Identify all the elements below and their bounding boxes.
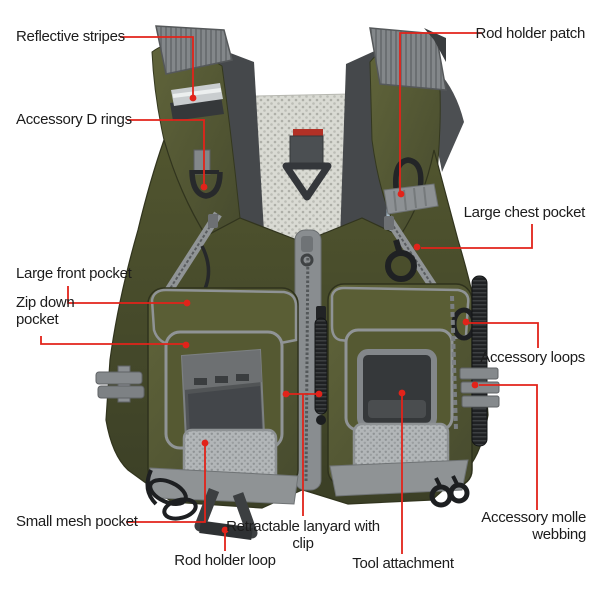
callout-line-accessory-loops [469, 322, 539, 348]
patch-loop [393, 157, 424, 191]
label-large-chest-pocket: Large chest pocket [463, 204, 586, 221]
bottom-left-cords [145, 469, 198, 521]
callout-dot-small-mesh-pocket [201, 439, 209, 447]
label-rod-holder-patch: Rod holder patch [475, 25, 586, 42]
carabiner-stem [393, 239, 403, 255]
tool-slot [215, 376, 228, 383]
tool-window-ledge [368, 400, 426, 418]
callout-dot-tool-attachment [398, 389, 406, 397]
label-accessory-loops: Accessory loops [480, 349, 585, 366]
triangle-loop [282, 162, 332, 201]
label-retractable-lanyard: Retractable lanyard with clip [226, 518, 380, 552]
callout-dot-accessory-molle-webbing [471, 381, 479, 389]
callout-line-zip-down-pocket [40, 336, 183, 345]
molle-bar [461, 395, 500, 408]
callout-line-retractable-lanyard [286, 393, 319, 516]
pocket-bottom-band [329, 459, 469, 497]
callout-line-small-mesh-pocket [126, 446, 206, 523]
right-front-pocket [327, 283, 473, 497]
cord [145, 469, 158, 506]
callout-line-rod-holder-patch [399, 32, 482, 191]
callout-dot-retractable-lanyard-left [282, 390, 290, 398]
center-zipper [294, 229, 322, 491]
accessory-d-ring [189, 149, 223, 199]
right-side-hardware [429, 275, 500, 508]
callout-dots [182, 94, 479, 534]
stripe-highlight [172, 88, 222, 98]
callout-line-large-front-pocket [67, 286, 184, 304]
reflective-stripe [170, 83, 224, 121]
tool-insert-lower [188, 386, 262, 436]
callout-dot-reflective-stripes [189, 94, 197, 102]
callout-dot-rod-holder-loop [221, 526, 229, 534]
right-pad-dark-tip [424, 28, 446, 62]
hook-stems [434, 475, 460, 489]
net-holder-triangle [282, 135, 332, 201]
zipper-slider [208, 214, 218, 228]
callout-dot-rod-holder-patch [397, 190, 405, 198]
zipper-slider [301, 236, 313, 252]
left-front-pocket [147, 287, 299, 505]
tool-slot [194, 378, 207, 385]
label-zip-down-pocket: Zip down pocket [16, 294, 75, 328]
shoulder-pads [155, 25, 447, 91]
left-shoulder-pad [155, 25, 233, 75]
zipper-teeth [163, 213, 219, 299]
molle-bar [459, 367, 499, 380]
callout-line-large-chest-pocket [421, 224, 533, 249]
callout-dot-zip-down-pocket [182, 341, 190, 349]
label-rod-holder-loop: Rod holder loop [174, 552, 276, 569]
patch-ribs [393, 186, 427, 212]
label-large-front-pocket: Large front pocket [16, 265, 132, 282]
callout-dot-accessory-loops [462, 318, 470, 326]
tool-slot [236, 374, 249, 381]
callout-lines [40, 32, 539, 554]
callout-dot-accessory-d-rings [200, 183, 208, 191]
right-lanyard-clip-top [316, 306, 326, 320]
label-reflective-stripes: Reflective stripes [16, 28, 125, 45]
zipper-slider [384, 216, 394, 230]
red-tag [293, 129, 323, 137]
cord-loop [162, 497, 198, 521]
right-lanyard-clip [316, 415, 326, 425]
callout-dot-retractable-lanyard-right [315, 390, 323, 398]
triangle-patch [289, 135, 324, 165]
callout-dot-large-chest-pocket [413, 243, 421, 251]
webbing-bar [95, 371, 143, 385]
bottom-hook [448, 482, 470, 504]
webbing-bar [97, 385, 145, 399]
label-tool-attachment: Tool attachment [352, 555, 454, 572]
zipper-pull [300, 253, 314, 267]
callout-line-reflective-stripes [120, 36, 194, 95]
callout-line-accessory-d-rings [127, 119, 205, 184]
right-shoulder-pad [369, 27, 447, 91]
rod-holder-patch-target [383, 157, 439, 215]
callout-line-accessory-molle-webbing [479, 384, 538, 510]
right-lanyard-coil [314, 317, 328, 415]
label-small-mesh-pocket: Small mesh pocket [16, 513, 138, 530]
left-side-webbing [95, 365, 145, 403]
label-accessory-d-rings: Accessory D rings [16, 111, 132, 128]
side-zipper [450, 295, 458, 431]
callout-dot-large-front-pocket [183, 299, 191, 307]
molle-bar [460, 381, 500, 394]
label-accessory-molle-webbing: Accessory molle webbing [481, 509, 586, 543]
d-ring [189, 169, 223, 199]
